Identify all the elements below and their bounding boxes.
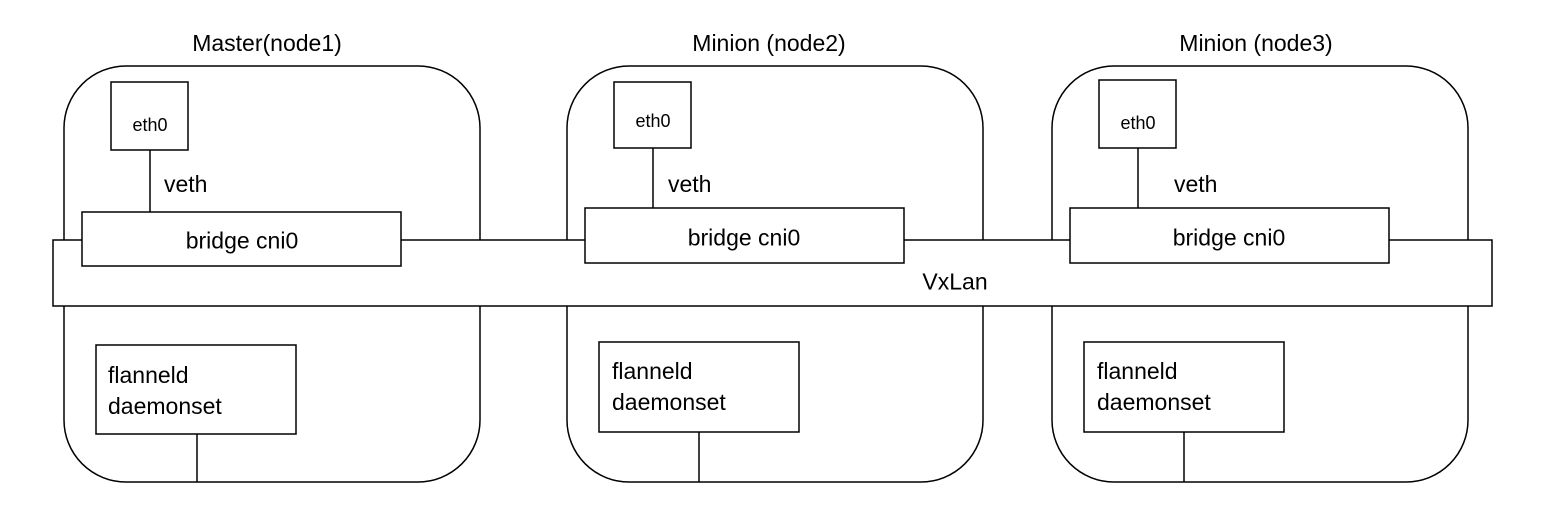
node-2-eth0-box xyxy=(613,81,692,149)
node-1-bridge-label: bridge cni0 xyxy=(185,227,299,254)
node-1-flanneld-line1: flanneld xyxy=(108,362,189,388)
node-2-flanneld-label: flanneld daemonset xyxy=(612,356,726,418)
node-3-title: Minion (node3) xyxy=(1179,30,1333,56)
node-2-bridge-box xyxy=(584,207,905,264)
node-3-eth0-label: eth0 xyxy=(1120,113,1156,133)
node-1-title: Master(node1) xyxy=(192,30,342,56)
node-3-bridge-label: bridge cni0 xyxy=(1172,224,1286,251)
node-2-bridge-label: bridge cni0 xyxy=(687,224,801,251)
node-1-eth0-label: eth0 xyxy=(132,115,168,135)
node-2-flanneld-box xyxy=(598,341,800,433)
vxlan-label: VxLan xyxy=(922,268,988,295)
node-1-flanneld-label: flanneld daemonset xyxy=(108,360,222,422)
node-3-veth-label: veth xyxy=(1174,171,1218,197)
node-3-flanneld-line1: flanneld xyxy=(1097,358,1178,384)
node-3-bridge-box xyxy=(1069,207,1390,264)
node-1-flanneld-box xyxy=(95,344,297,435)
node-2-veth-label: veth xyxy=(668,171,712,197)
node-1-eth0-box xyxy=(110,81,189,151)
node-2-flanneld-line1: flanneld xyxy=(612,358,693,384)
node-1-bridge-box xyxy=(81,211,402,267)
node-2-eth0-label: eth0 xyxy=(635,111,671,131)
node-1-veth-label: veth xyxy=(164,171,208,197)
node-2-title: Minion (node2) xyxy=(692,30,846,56)
node-1-flanneld-line2: daemonset xyxy=(108,393,222,419)
node-3-flanneld-line2: daemonset xyxy=(1097,389,1211,415)
node-2-flanneld-line2: daemonset xyxy=(612,389,726,415)
node-3-flanneld-box xyxy=(1083,341,1285,433)
node-3-flanneld-label: flanneld daemonset xyxy=(1097,356,1211,418)
node-3-eth0-box xyxy=(1098,79,1177,149)
